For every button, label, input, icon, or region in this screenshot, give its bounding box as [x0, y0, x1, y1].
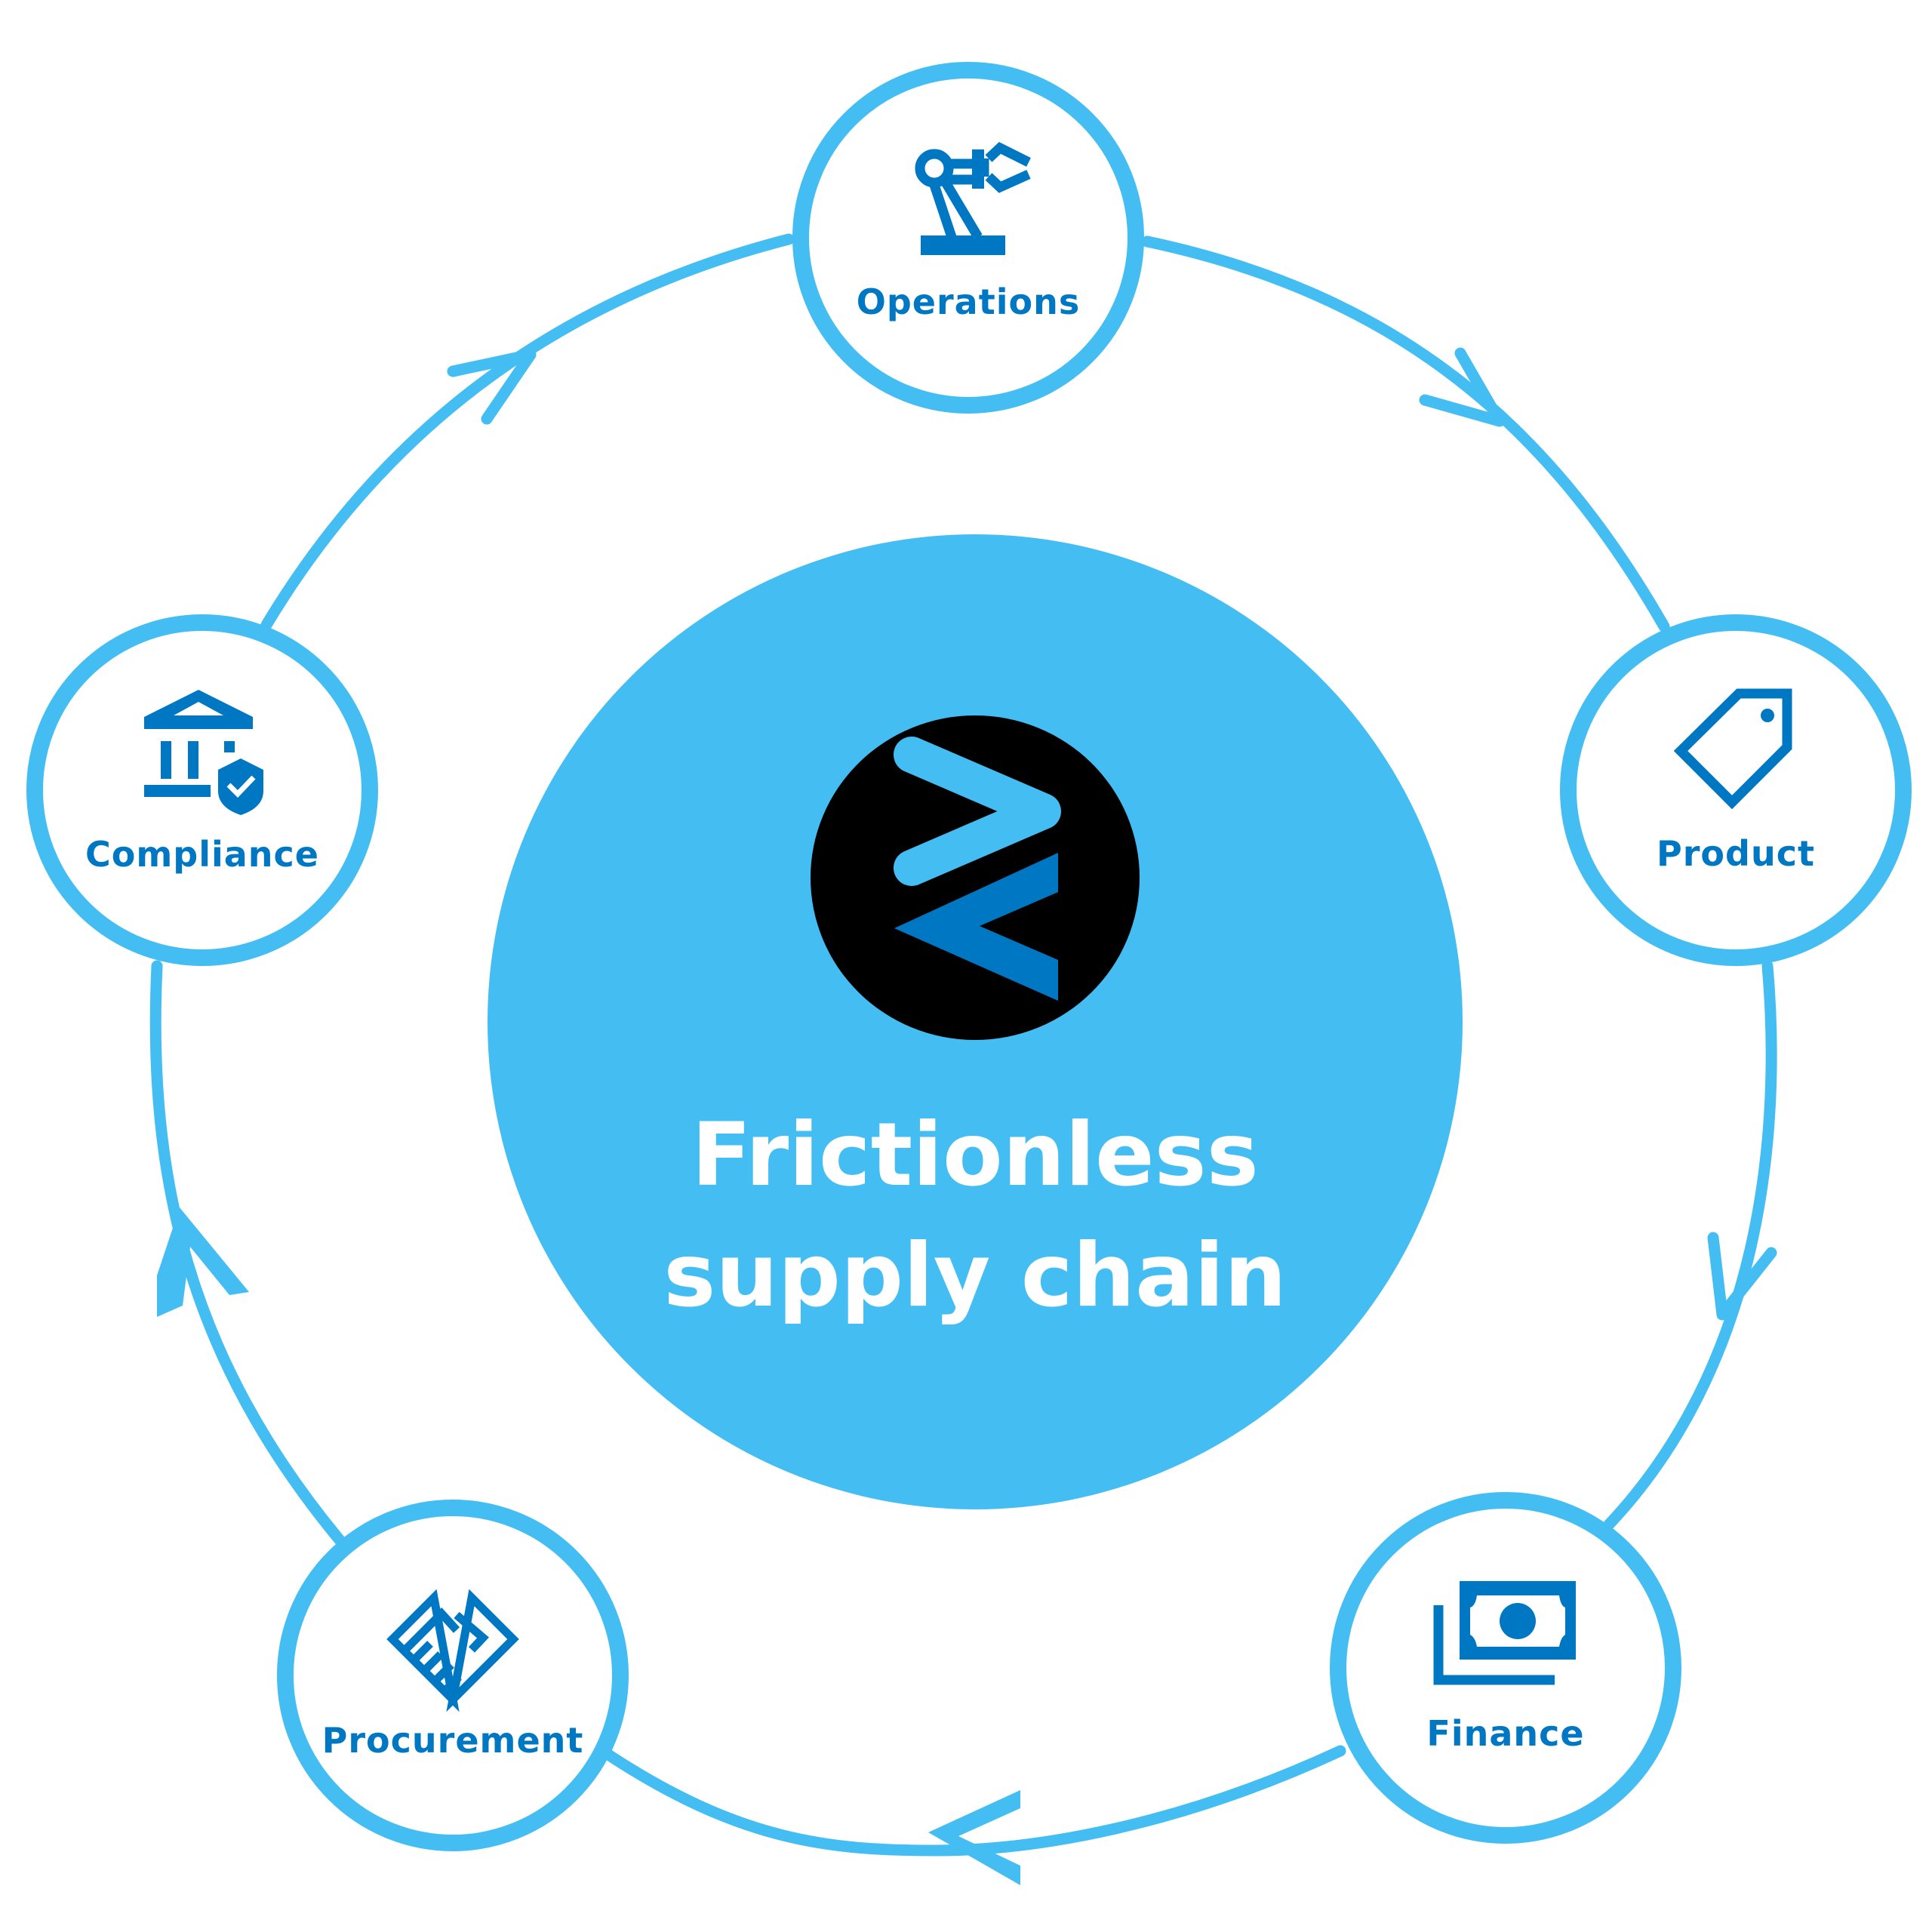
hub-title-line-1: Frictionless — [691, 1104, 1259, 1206]
cycle-arrows-solid — [157, 1208, 1020, 1885]
bank-shield-icon — [144, 690, 263, 815]
node-compliance[interactable]: Compliance — [26, 614, 378, 966]
chevron-logo-icon — [811, 715, 1140, 1040]
robot-arm-icon — [915, 142, 1031, 255]
hub-title-line-2: supply chain — [663, 1225, 1286, 1327]
banknotes-icon — [1433, 1581, 1576, 1685]
node-label: Compliance — [85, 834, 319, 875]
node-label: Operations — [857, 281, 1080, 322]
node-ring — [1330, 1492, 1681, 1844]
arrow-compliance-to-operations — [447, 349, 537, 425]
node-product[interactable]: Product — [1560, 614, 1912, 966]
arrow-product-to-finance — [1707, 1232, 1777, 1321]
logo-chevron-upper — [894, 737, 1061, 886]
node-label: Product — [1657, 833, 1815, 874]
arc-finance-to-procurement — [600, 1745, 1346, 1857]
arrow-operations-to-product — [1419, 347, 1506, 427]
node-ring — [277, 1500, 629, 1851]
node-label: Finance — [1426, 1713, 1584, 1754]
arrow-finance-to-procurement — [928, 1790, 1020, 1885]
logo-badge — [811, 715, 1140, 1040]
node-label: Procurement — [322, 1720, 584, 1761]
arrow-procurement-to-compliance — [157, 1208, 249, 1317]
cycle-arcs — [149, 233, 1777, 1857]
arc-operations-to-product — [1141, 235, 1670, 632]
arc-product-to-finance — [1603, 960, 1777, 1531]
hub: Frictionless supply chain — [488, 534, 1463, 1509]
handshake-icon — [386, 1589, 519, 1712]
node-operations[interactable]: Operations — [792, 62, 1144, 414]
cycle-arrows — [447, 347, 1777, 1321]
logo-chevron-lower — [894, 853, 1058, 1001]
node-procurement[interactable]: Procurement — [277, 1500, 629, 1851]
price-tag-icon — [1673, 688, 1792, 810]
node-ring — [1560, 614, 1912, 966]
arc-procurement-to-compliance — [149, 960, 347, 1548]
node-finance[interactable]: Finance — [1330, 1492, 1681, 1844]
arc-compliance-to-operations — [260, 233, 795, 631]
